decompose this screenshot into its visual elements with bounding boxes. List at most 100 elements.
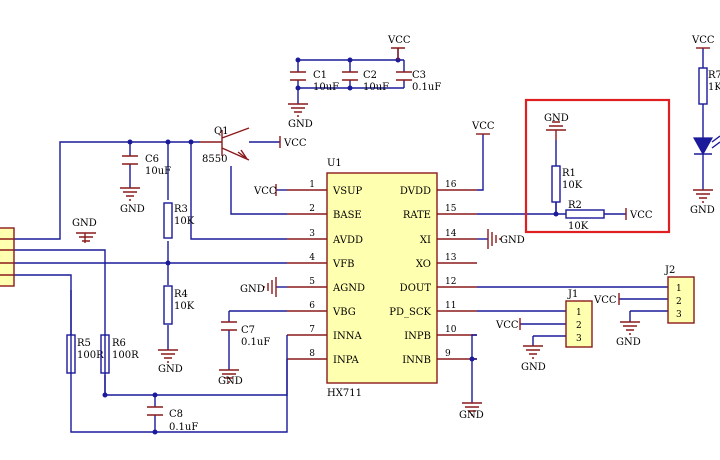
svg-text:J2: J2 <box>664 265 675 276</box>
capacitor-c6[interactable]: C6 10uF <box>122 154 171 177</box>
wire-j2 <box>619 298 668 322</box>
pin-number: 8 <box>309 349 315 359</box>
svg-text:1K: 1K <box>708 82 720 93</box>
wire-inpb-innb <box>471 334 477 403</box>
ic-part: HX711 <box>327 388 362 399</box>
svg-text:VCC: VCC <box>387 35 411 46</box>
wire-j1 <box>520 323 566 346</box>
svg-text:R4: R4 <box>174 289 188 300</box>
resistor-r3[interactable]: R3 10K <box>163 202 195 239</box>
pin-number: 7 <box>309 325 315 335</box>
pin-number: 16 <box>445 180 457 190</box>
svg-text:GND: GND <box>690 205 715 216</box>
svg-text:1: 1 <box>576 308 582 318</box>
wire-avdd <box>190 142 287 240</box>
transistor-part: 8550 <box>202 154 227 165</box>
svg-text:R6: R6 <box>112 338 126 349</box>
svg-text:R7: R7 <box>708 70 720 81</box>
svg-text:GND: GND <box>616 337 641 348</box>
svg-text:C8: C8 <box>169 409 183 420</box>
svg-text:GND: GND <box>500 235 525 246</box>
pin-number: 10 <box>445 325 457 335</box>
pin-name: VSUP <box>332 186 363 197</box>
pin-number: 6 <box>309 301 315 311</box>
svg-text:C3: C3 <box>412 70 426 81</box>
svg-text:GND: GND <box>72 218 97 229</box>
capacitor-c1[interactable]: C1 10uF <box>290 70 339 93</box>
pin-number: 15 <box>445 204 457 214</box>
svg-text:10uF: 10uF <box>313 82 339 93</box>
pin-name: RATE <box>403 210 431 221</box>
resistor-r4[interactable]: R4 10K <box>163 285 195 325</box>
capacitor-c8[interactable]: C8 0.1uF <box>147 406 198 433</box>
svg-text:GND: GND <box>218 376 243 387</box>
svg-text:0.1uF: 0.1uF <box>241 337 270 348</box>
svg-text:VCC: VCC <box>691 35 715 46</box>
pin-name: INNB <box>402 355 431 366</box>
wire-vbg <box>228 310 287 370</box>
svg-text:0.1uF: 0.1uF <box>412 82 441 93</box>
svg-text:C6: C6 <box>145 154 159 165</box>
svg-text:GND: GND <box>459 410 484 421</box>
svg-text:VCC: VCC <box>495 320 519 331</box>
capacitor-c7[interactable]: C7 0.1uF <box>221 321 270 348</box>
ic-body <box>326 172 438 384</box>
pin-name: BASE <box>333 210 362 221</box>
pin-name: AVDD <box>332 235 363 246</box>
connector-j1[interactable]: J1 1 2 3 <box>565 289 593 348</box>
svg-text:GND: GND <box>158 364 183 375</box>
pin-name: AGND <box>332 283 365 294</box>
svg-text:R1: R1 <box>562 168 576 179</box>
hx711-chip[interactable]: U1 HX711 1 2 3 4 5 6 7 8 VSUP BASE AVDD … <box>287 158 477 399</box>
pin-number: 9 <box>445 349 451 359</box>
pin-number: 13 <box>445 253 457 263</box>
resistor-r1[interactable]: R1 10K <box>551 165 583 203</box>
pin-number: 5 <box>309 277 315 287</box>
wire-j-lower <box>14 274 72 290</box>
ic-ref: U1 <box>327 158 342 169</box>
pin-name: XI <box>420 235 431 246</box>
ic-left-pin-stubs <box>287 189 327 360</box>
svg-text:2: 2 <box>676 297 682 307</box>
svg-text:10uF: 10uF <box>145 166 171 177</box>
capacitor-c2[interactable]: C2 10uF <box>342 70 389 93</box>
vcc-symbols: VCC VCC VCC VCC VCC VCC VCC VCC <box>253 35 715 331</box>
svg-text:R2: R2 <box>568 200 582 211</box>
svg-text:VCC: VCC <box>283 138 307 149</box>
ic-right-pin-stubs <box>437 189 477 360</box>
pin-number: 3 <box>309 229 315 239</box>
highlight-box <box>524 98 671 234</box>
resistor-r6[interactable]: R6 100R <box>100 334 139 374</box>
svg-text:3: 3 <box>576 334 582 344</box>
svg-text:C2: C2 <box>363 70 377 81</box>
connector-j2[interactable]: J2 1 2 3 <box>664 265 695 324</box>
resistor-r7[interactable]: R7 1K <box>698 67 720 105</box>
pin-number: 11 <box>445 301 456 311</box>
svg-text:C1: C1 <box>313 70 327 81</box>
transistor-q1[interactable]: Q1 8550 <box>200 126 250 165</box>
wire-base <box>230 166 287 215</box>
pin-name: VBG <box>332 307 356 318</box>
svg-text:100R: 100R <box>77 350 104 361</box>
pin-number: 2 <box>309 204 315 214</box>
pin-number: 1 <box>309 180 315 190</box>
svg-text:3: 3 <box>676 310 682 320</box>
pin-name: DVDD <box>400 186 431 197</box>
resistor-r2[interactable]: R2 10K <box>565 200 605 232</box>
pin-name: PD_SCK <box>389 307 431 318</box>
pin-name: XO <box>416 259 431 270</box>
led-indicator[interactable] <box>692 135 720 156</box>
svg-text:GND: GND <box>544 113 569 124</box>
load-cell-connector[interactable] <box>0 227 15 287</box>
capacitor-c3[interactable]: C3 0.1uF <box>396 70 441 93</box>
pin-name: INPB <box>404 331 431 342</box>
svg-text:100R: 100R <box>112 350 139 361</box>
resistor-r5[interactable]: R5 100R <box>66 334 104 374</box>
svg-text:VCC: VCC <box>593 295 617 306</box>
svg-text:2: 2 <box>576 321 582 331</box>
pin-name: INNA <box>333 331 362 342</box>
pin-number: 12 <box>445 277 456 287</box>
junction-dots <box>102 57 559 435</box>
svg-text:GND: GND <box>288 119 313 130</box>
